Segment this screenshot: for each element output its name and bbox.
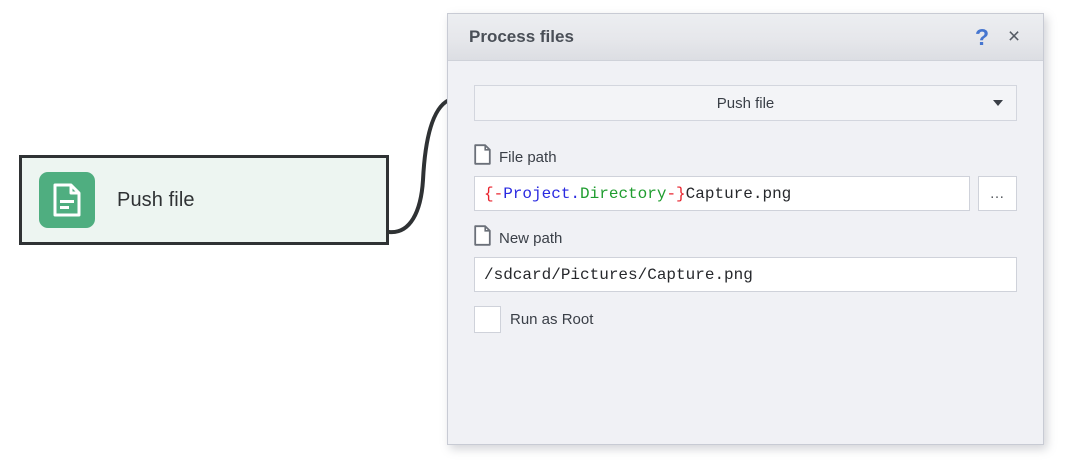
file-path-browse-button[interactable]: … <box>978 176 1017 211</box>
token-namespace: Project <box>503 184 571 203</box>
run-as-root-label: Run as Root <box>510 311 594 328</box>
chevron-down-icon <box>993 100 1003 106</box>
token-close-brace: -} <box>666 184 686 203</box>
run-as-root-row: Run as Root <box>474 306 1017 333</box>
dialog-body: Push file File path {-Project.Directory-… <box>448 61 1043 333</box>
token-filename: Capture.png <box>685 184 792 203</box>
new-path-row: /sdcard/Pictures/Capture.png <box>474 257 1017 292</box>
close-icon[interactable]: × <box>1007 25 1021 48</box>
token-open-brace: {- <box>484 184 504 203</box>
flow-node-push-file[interactable]: Push file <box>19 155 389 245</box>
file-path-row: {-Project.Directory-}Capture.png … <box>474 176 1017 211</box>
process-files-dialog: Process files ? × Push file File path {-… <box>447 13 1044 445</box>
file-path-input[interactable]: {-Project.Directory-}Capture.png <box>474 176 970 211</box>
dialog-titlebar: Process files ? × <box>448 14 1043 61</box>
flow-node-label: Push file <box>117 188 195 211</box>
new-path-label-row: New path <box>474 225 1017 251</box>
file-path-label: File path <box>499 148 557 166</box>
document-icon <box>39 172 95 228</box>
token-dot: . <box>570 184 581 203</box>
file-path-label-row: File path <box>474 144 1017 170</box>
file-icon <box>474 225 491 251</box>
dialog-title: Process files <box>469 27 574 46</box>
action-type-dropdown[interactable]: Push file <box>474 85 1017 121</box>
help-icon[interactable]: ? <box>974 23 990 50</box>
new-path-label: New path <box>499 229 563 247</box>
token-property: Directory <box>580 184 667 203</box>
run-as-root-checkbox[interactable] <box>474 306 501 333</box>
file-icon <box>474 144 491 170</box>
action-type-dropdown-label: Push file <box>716 94 775 112</box>
new-path-input[interactable]: /sdcard/Pictures/Capture.png <box>474 257 1017 292</box>
